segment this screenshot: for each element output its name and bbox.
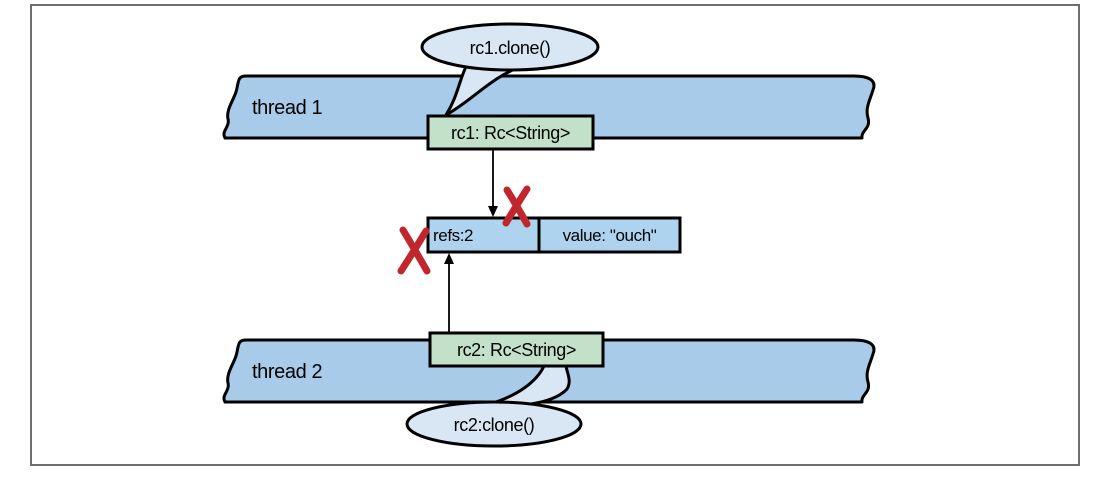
bubble1-tail bbox=[444, 60, 524, 117]
heap-refs-label: refs:2 bbox=[433, 225, 474, 245]
bubble2-ellipse bbox=[405, 400, 583, 448]
heap-value-label: value: "ouch" bbox=[562, 225, 657, 245]
bubble1-label: rc1.clone() bbox=[469, 37, 551, 58]
heap-value-cell bbox=[537, 216, 682, 254]
bubble1-ellipse bbox=[420, 22, 600, 72]
rc1-box bbox=[426, 114, 595, 151]
rc2-box-label: rc2: Rc<String> bbox=[456, 339, 577, 360]
thread1-ribbon bbox=[222, 74, 876, 140]
thread1-label: thread 1 bbox=[252, 97, 323, 119]
error-x-bottom-icon bbox=[397, 226, 431, 275]
thread2-label: thread 2 bbox=[252, 361, 323, 383]
rc2-to-refs-arrow bbox=[444, 253, 454, 332]
rc1-to-refs-arrow bbox=[488, 149, 498, 217]
rc1-box-label: rc1: Rc<String> bbox=[450, 122, 571, 143]
heap-refs-cell bbox=[426, 216, 541, 254]
rc2-box bbox=[428, 331, 605, 368]
error-x-top-icon bbox=[502, 185, 531, 228]
bubble2-label: rc2:clone() bbox=[453, 414, 535, 435]
bubble2-tail bbox=[488, 364, 571, 407]
